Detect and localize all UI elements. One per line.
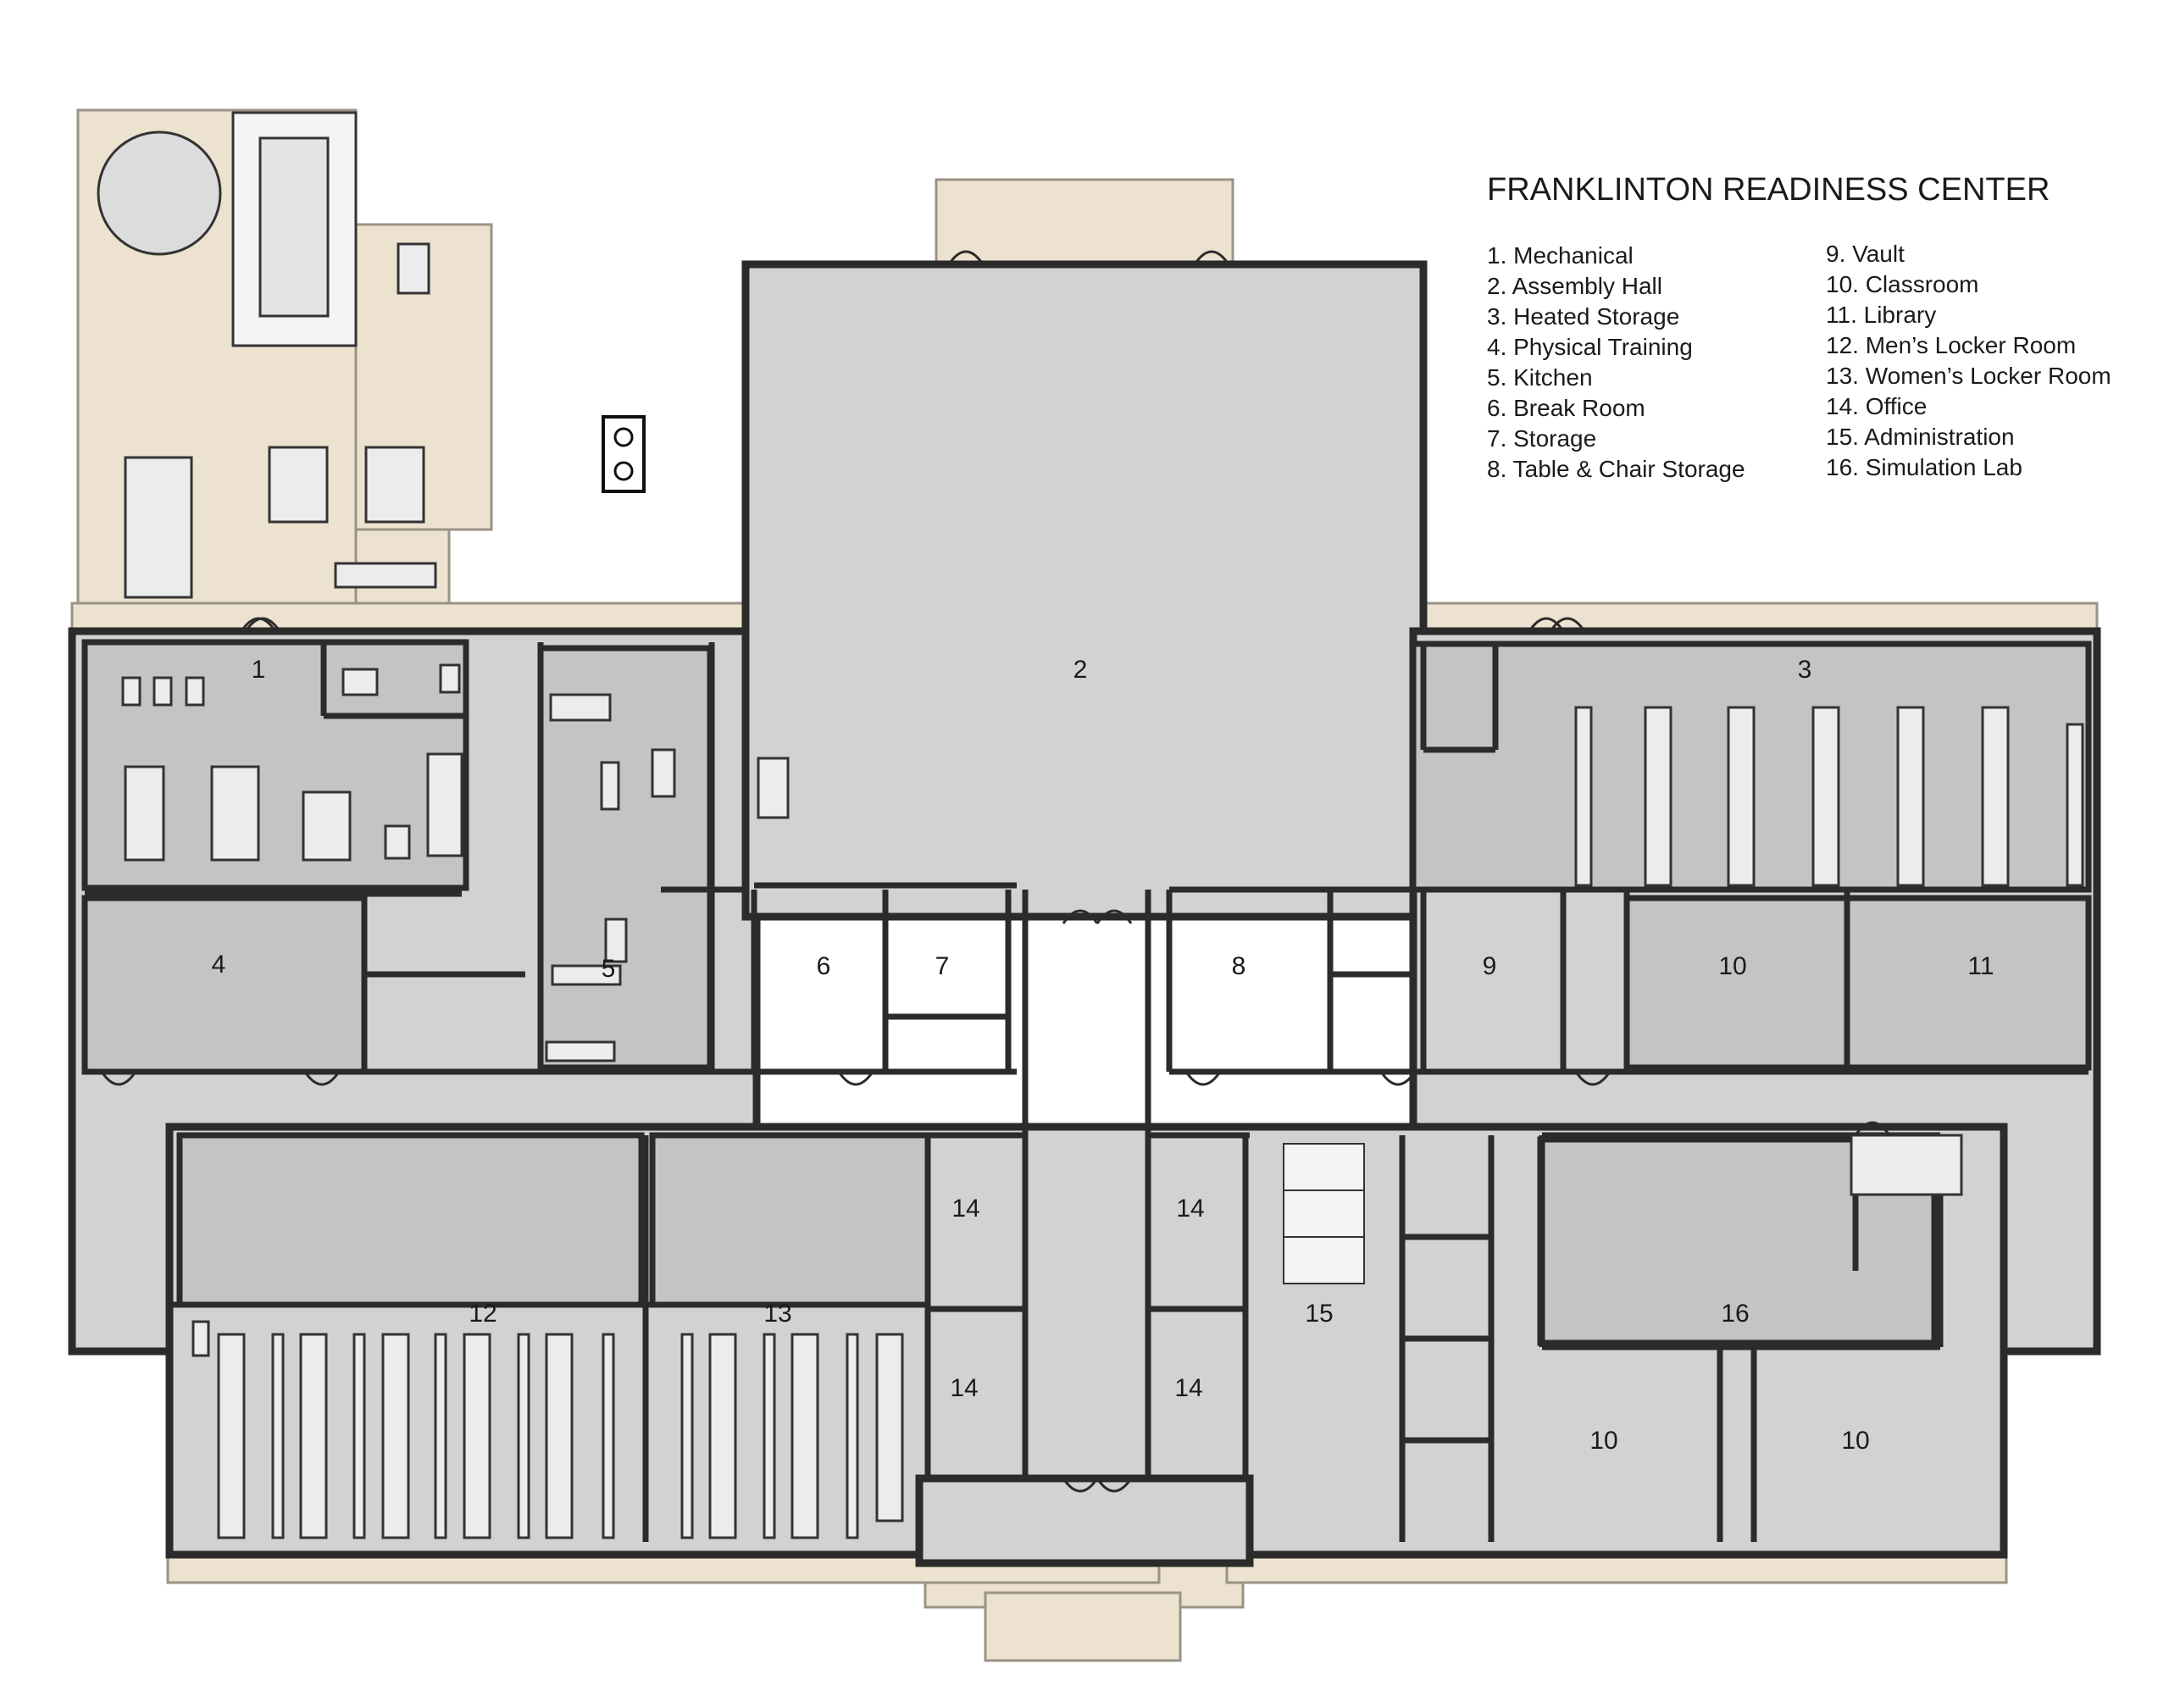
- legend-item: 10. Classroom: [1826, 271, 1979, 297]
- legend-item: 14. Office: [1826, 393, 1927, 419]
- interior-walls: [85, 642, 2089, 1542]
- room-11-label: 11: [1967, 952, 1994, 980]
- room-1-label: 1: [252, 656, 266, 684]
- legend-item: 16. Simulation Lab: [1826, 454, 2022, 480]
- south-entry-steps: [984, 1591, 1182, 1662]
- legend-item: 9. Vault: [1826, 241, 1905, 267]
- room-14-label: 14: [951, 1195, 979, 1223]
- legend-item: 13. Women’s Locker Room: [1826, 363, 2111, 389]
- room-labels: 1 2 3 4 5 6 7 8 9 10 11 12 13 14 14 14 1…: [212, 656, 1994, 1455]
- legend-item: 3. Heated Storage: [1487, 303, 1679, 330]
- legend-item: 15. Administration: [1826, 424, 2015, 450]
- locker-rows: [191, 1320, 904, 1539]
- room-10-label: 10: [1589, 1427, 1617, 1455]
- room-2-label: 2: [1073, 656, 1088, 684]
- kitchen-equipment: [545, 693, 790, 1062]
- legend-item: 4. Physical Training: [1487, 334, 1693, 360]
- legend-item: 7. Storage: [1487, 425, 1596, 452]
- doors: [100, 250, 1891, 1493]
- room-4-label: 4: [212, 951, 226, 979]
- legend-item: 11. Library: [1826, 302, 1936, 328]
- north-canopy: [935, 178, 1234, 266]
- room-14-label: 14: [1176, 1195, 1204, 1223]
- mechanical-equipment: [121, 663, 463, 862]
- room-9-label: 9: [1483, 952, 1497, 980]
- room-14-label: 14: [1174, 1374, 1202, 1402]
- legend-item: 6. Break Room: [1487, 395, 1645, 421]
- legend-item: 5. Kitchen: [1487, 364, 1593, 391]
- room-14-label: 14: [950, 1374, 978, 1402]
- storage-racks: [1574, 706, 2084, 887]
- room-10-label: 10: [1841, 1427, 1869, 1455]
- equipment-pad: [602, 415, 646, 493]
- room-7-label: 7: [935, 952, 950, 980]
- plan-title: FRANKLINTON READINESS CENTER: [1487, 172, 2050, 208]
- room-16-label: 16: [1721, 1300, 1749, 1328]
- legend-item: 1. Mechanical: [1487, 242, 1634, 269]
- room-13-label: 13: [763, 1300, 791, 1328]
- room-10-label: 10: [1718, 952, 1746, 980]
- tank-circle: [97, 130, 222, 256]
- room-6-label: 6: [817, 952, 831, 980]
- room-3-label: 3: [1798, 656, 1812, 684]
- legend: 1. Mechanical 2. Assembly Hall 3. Heated…: [1487, 241, 2111, 482]
- legend-item: 12. Men’s Locker Room: [1826, 332, 2076, 358]
- room-8-label: 8: [1232, 952, 1246, 980]
- room-12-label: 12: [469, 1300, 496, 1328]
- office-fixtures: [1283, 1134, 1963, 1284]
- legend-item: 2. Assembly Hall: [1487, 273, 1662, 299]
- room-5-label: 5: [602, 955, 616, 983]
- legend-item: 8. Table & Chair Storage: [1487, 456, 1745, 482]
- mechanical-yard: [76, 108, 493, 612]
- room-15-label: 15: [1305, 1300, 1333, 1328]
